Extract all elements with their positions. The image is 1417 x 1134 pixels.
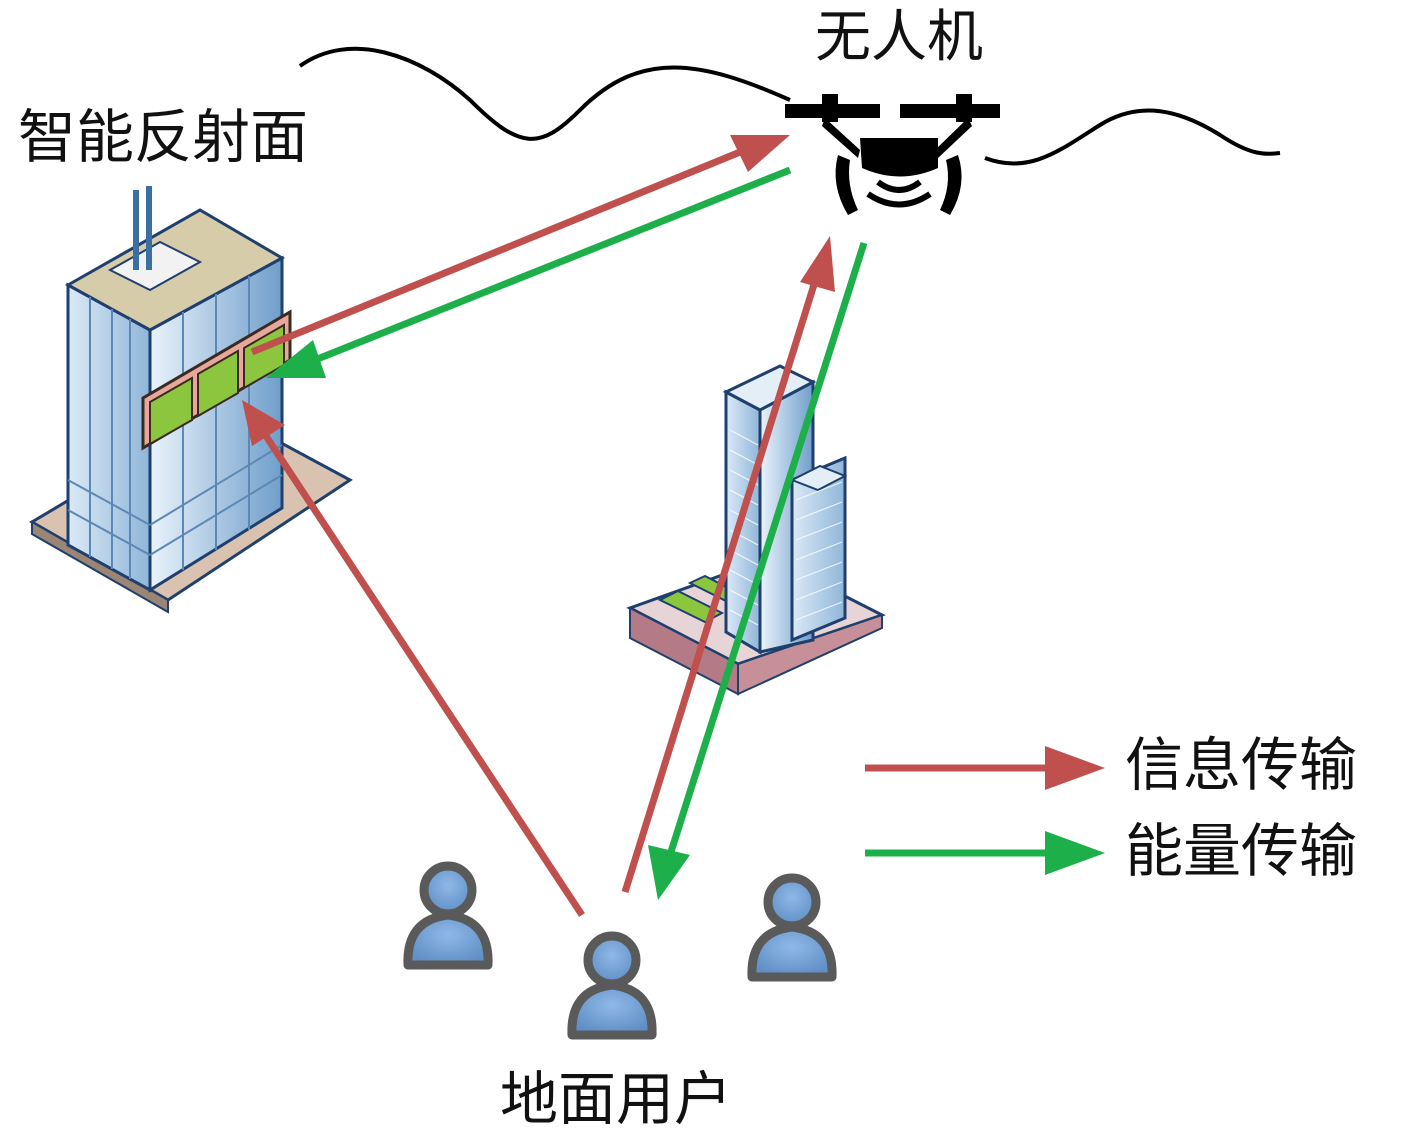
irs-label: 智能反射面 — [18, 103, 309, 171]
office-building-icon — [29, 186, 353, 614]
uav-trajectory-wave-tail — [984, 108, 1281, 166]
info-arrowhead-user-to-uav — [800, 236, 835, 292]
info-arrowhead-irs-to-uav — [730, 135, 790, 172]
legend-energy-label: 能量传输 — [1125, 817, 1358, 885]
legend-info-arrowhead — [1045, 746, 1105, 790]
legend-info-label: 信息传输 — [1125, 731, 1358, 799]
info-arrow-user-to-irs — [259, 428, 585, 917]
user-icon — [403, 861, 493, 970]
energy-arrowhead-uav-to-irs — [266, 340, 326, 378]
user-icon — [747, 873, 837, 982]
info-arrow-irs-to-uav — [250, 146, 747, 356]
energy-arrow-uav-to-irs — [308, 166, 792, 366]
energy-arrowhead-uav-to-user — [648, 845, 690, 900]
user-icon — [567, 931, 657, 1040]
energy-arrow-uav-to-user — [666, 241, 868, 857]
info-arrow-user-to-uav — [621, 273, 821, 894]
uav-drone-icon — [785, 94, 1000, 215]
ground-users-label: 地面用户 — [500, 1065, 733, 1133]
legend-energy-arrowhead — [1045, 831, 1105, 875]
skyscraper-icon — [626, 364, 886, 696]
uav-label: 无人机 — [815, 5, 983, 70]
uav-trajectory-wave — [298, 46, 791, 141]
info-arrowhead-user-to-irs — [242, 400, 285, 446]
